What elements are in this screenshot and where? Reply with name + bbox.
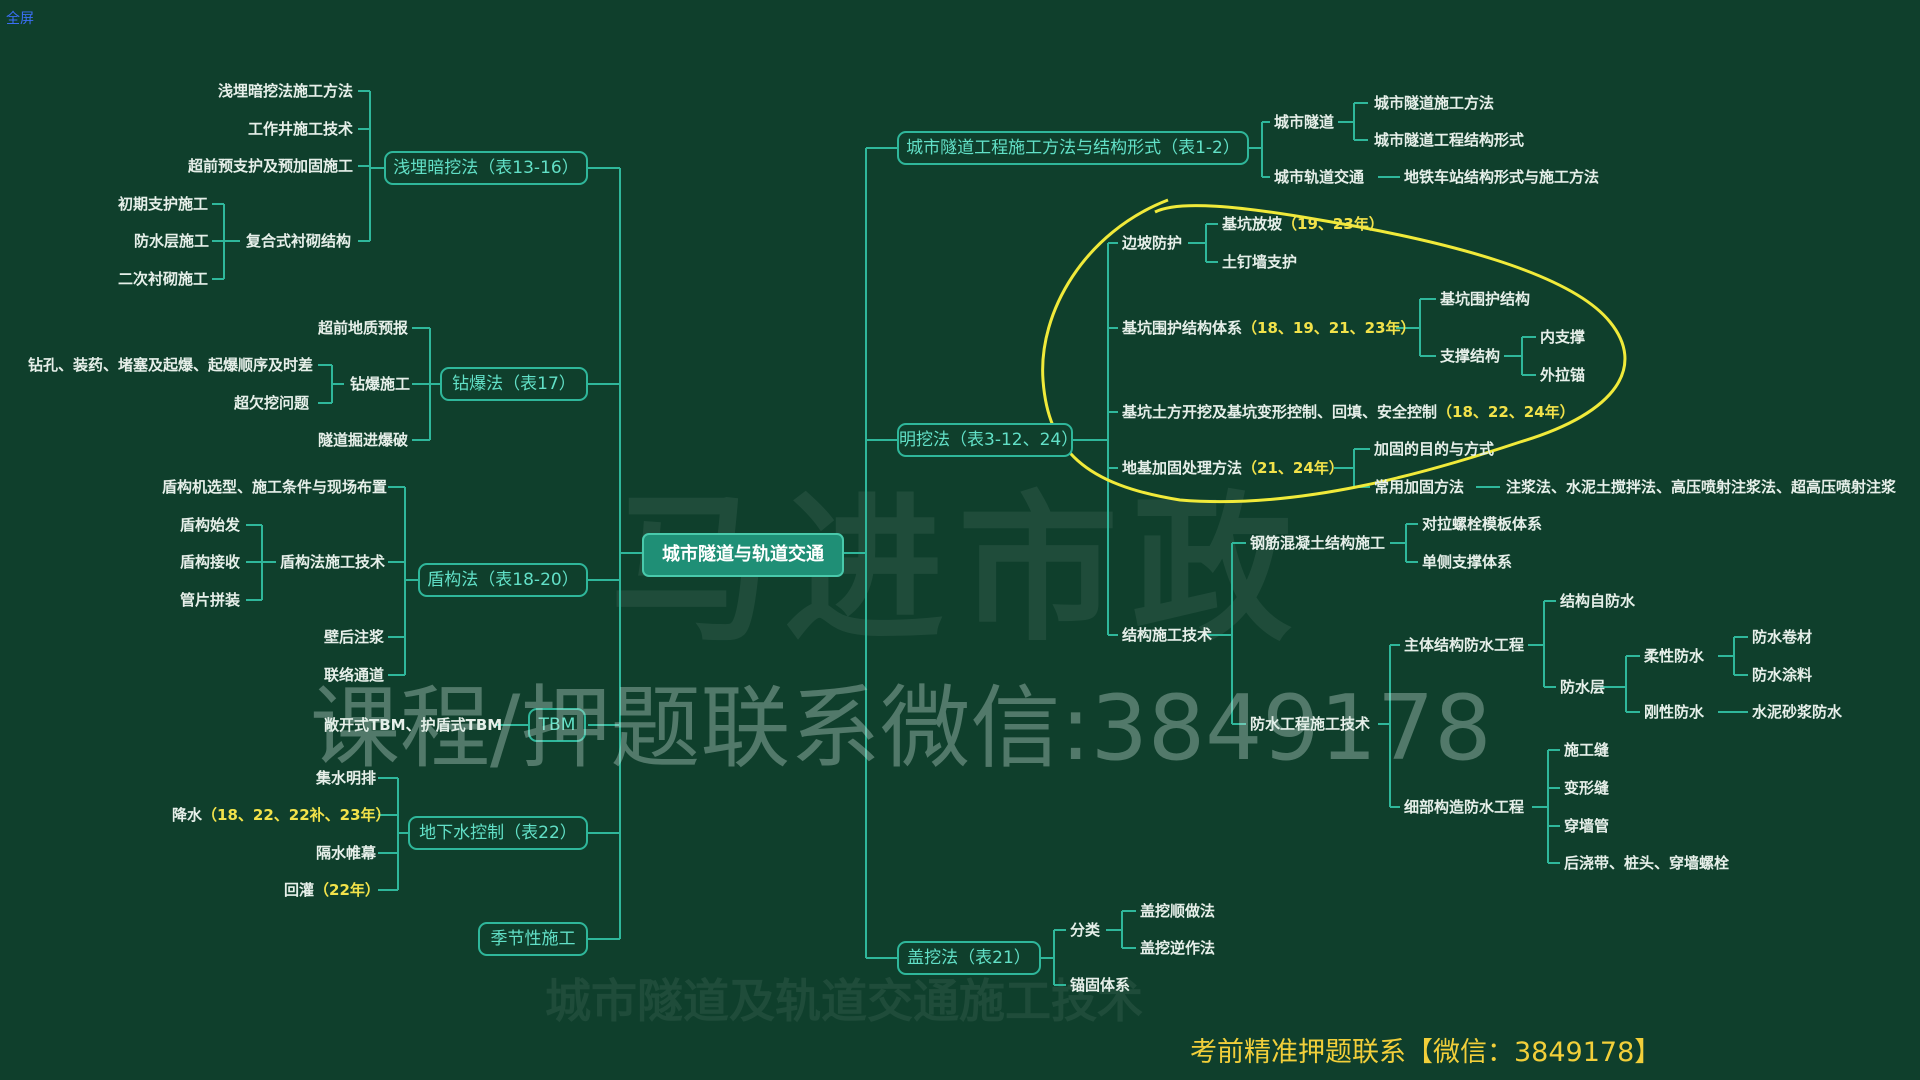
branch-tunnel-methods[interactable]: 城市隧道工程施工方法与结构形式（表1-2） <box>897 131 1249 165</box>
branch-tbm[interactable]: TBM <box>528 708 586 742</box>
wp-self-waterproof: 结构自防水 <box>1560 592 1636 610</box>
structure-rc: 钢筋混凝土结构施工 <box>1250 534 1386 552</box>
cover-anchor-system: 锚固体系 <box>1070 976 1131 994</box>
methods-rail-transit: 城市轨道交通 <box>1274 168 1365 186</box>
detail-wall-pipe: 穿墙管 <box>1564 817 1610 835</box>
cover-classification: 分类 <box>1070 921 1101 939</box>
shield-tech-receive: 盾构接收 <box>180 553 241 571</box>
open-slope-protection: 边坡防护 <box>1122 234 1183 252</box>
methods-tunnel-structure: 城市隧道工程结构形式 <box>1374 131 1525 149</box>
cover-item-reverse: 盖挖逆作法 <box>1140 939 1216 957</box>
wp-layer: 防水层 <box>1560 678 1606 696</box>
shallow-item-presupport: 超前预支护及预加固施工 <box>188 157 354 175</box>
branch-cover-excavation[interactable]: 盖挖法（表21） <box>897 941 1041 975</box>
shield-item-passage: 联络通道 <box>324 666 385 684</box>
brace-item-anchor: 外拉锚 <box>1540 366 1586 384</box>
branch-shield[interactable]: 盾构法（表18-20） <box>418 563 588 597</box>
shield-item-technique: 盾构法施工技术 <box>280 553 386 571</box>
open-earthwork: 基坑土方开挖及基坑变形控制、回填、安全控制（18、22、24年） <box>1122 403 1575 421</box>
blast-item-overbreak: 超欠挖问题 <box>234 394 310 412</box>
water-item-dewatering: 降水（18、22、22补、23年） <box>172 806 391 824</box>
composite-item-waterproof: 防水层施工 <box>134 232 210 250</box>
detail-post-pour: 后浇带、桩头、穿墙螺栓 <box>1564 854 1730 872</box>
branch-open-cut[interactable]: 明挖法（表3-12、24） <box>897 423 1078 457</box>
slope-item-soil-nail: 土钉墙支护 <box>1222 253 1298 271</box>
tbm-item-types: 敞开式TBM、护盾式TBM <box>324 716 503 734</box>
slope-item-grading: 基坑放坡（19、23年） <box>1222 215 1384 233</box>
shallow-item-method: 浅埋暗挖法施工方法 <box>218 82 354 100</box>
open-ground-reinforcement: 地基加固处理方法（21、24年） <box>1122 459 1344 477</box>
shield-item-grouting: 壁后注浆 <box>324 628 385 646</box>
brace-item-internal: 内支撑 <box>1540 328 1586 346</box>
wp-rigid: 刚性防水 <box>1644 703 1705 721</box>
shallow-item-shaft: 工作井施工技术 <box>248 120 354 138</box>
detail-deformation-joint: 变形缝 <box>1564 779 1610 797</box>
methods-urban-tunnel: 城市隧道 <box>1274 113 1335 131</box>
support-item-retaining: 基坑围护结构 <box>1440 290 1531 308</box>
wp-detail: 细部构造防水工程 <box>1404 798 1525 816</box>
methods-metro-station: 地铁车站结构形式与施工方法 <box>1404 168 1600 186</box>
branch-shallow-excavation[interactable]: 浅埋暗挖法（表13-16） <box>384 151 588 185</box>
reinforce-item-purpose: 加固的目的与方式 <box>1374 440 1495 458</box>
reinforce-item-common: 常用加固方法 <box>1374 478 1465 496</box>
composite-item-initial: 初期支护施工 <box>118 195 209 213</box>
wp-membrane: 防水卷材 <box>1752 628 1813 646</box>
wp-cement-mortar: 水泥砂浆防水 <box>1752 703 1843 721</box>
water-item-recharge: 回灌（22年） <box>284 881 380 899</box>
fullscreen-label[interactable]: 全屏 <box>6 11 34 27</box>
drill-item-forecast: 超前地质预报 <box>318 319 409 337</box>
branch-drill-blast[interactable]: 钻爆法（表17） <box>440 367 588 401</box>
shield-item-selection: 盾构机选型、施工条件与现场布置 <box>162 478 388 496</box>
promo-banner: 考前精准押题联系【微信：3849178】 <box>1190 1037 1662 1068</box>
watermark-faded: 城市隧道及轨道交通施工技术 <box>545 974 1143 1028</box>
drill-item-tunnel-blast: 隧道掘进爆破 <box>318 431 409 449</box>
rc-item-single-side: 单侧支撑体系 <box>1422 553 1513 571</box>
shield-tech-launch: 盾构始发 <box>180 516 241 534</box>
open-structure-technique: 结构施工技术 <box>1122 626 1213 644</box>
branch-seasonal[interactable]: 季节性施工 <box>478 922 588 956</box>
methods-tunnel-construction: 城市隧道施工方法 <box>1374 94 1495 112</box>
open-support-system: 基坑围护结构体系（18、19、21、23年） <box>1122 319 1416 337</box>
support-item-bracing: 支撑结构 <box>1440 347 1501 365</box>
wp-flexible: 柔性防水 <box>1644 647 1705 665</box>
cover-item-topdown: 盖挖顺做法 <box>1140 902 1216 920</box>
wp-main-structure: 主体结构防水工程 <box>1404 636 1525 654</box>
branch-groundwater[interactable]: 地下水控制（表22） <box>408 816 588 850</box>
drill-item-blasting: 钻爆施工 <box>350 375 411 393</box>
center-node[interactable]: 城市隧道与轨道交通 <box>642 533 844 577</box>
water-item-curtain: 隔水帷幕 <box>316 844 377 862</box>
shallow-item-composite: 复合式衬砌结构 <box>246 232 352 250</box>
composite-item-secondary: 二次衬砌施工 <box>118 270 209 288</box>
water-item-drainage: 集水明排 <box>316 769 377 787</box>
wp-coating: 防水涂料 <box>1752 666 1813 684</box>
structure-waterproofing: 防水工程施工技术 <box>1250 715 1371 733</box>
detail-construction-joint: 施工缝 <box>1564 741 1610 759</box>
shield-tech-segment: 管片拼装 <box>180 591 241 609</box>
rc-item-tie-bolt: 对拉螺栓模板体系 <box>1422 515 1543 533</box>
blast-item-drilling: 钻孔、装药、堵塞及起爆、起爆顺序及时差 <box>28 356 314 374</box>
watermark-contact: 课程/押题联系微信:3849178 <box>310 676 1492 781</box>
reinforce-methods-list: 注浆法、水泥土搅拌法、高压喷射注浆法、超高压喷射注浆 <box>1506 478 1897 496</box>
